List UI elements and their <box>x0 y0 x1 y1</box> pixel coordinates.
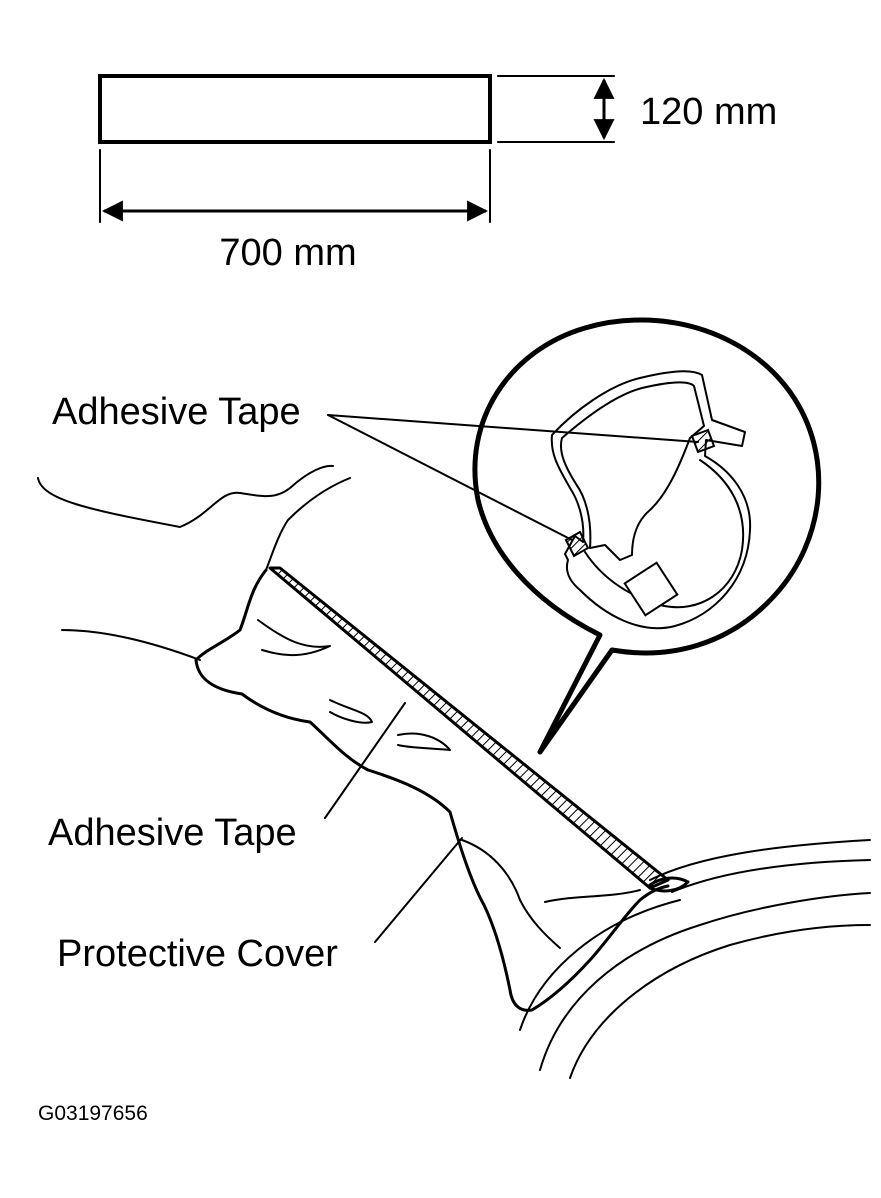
cover-fold-3 <box>397 732 451 751</box>
fender-arc-inner <box>671 859 871 893</box>
cover-fold-1 <box>257 619 331 657</box>
adhesive-tape-label-top: Adhesive Tape <box>52 391 301 433</box>
tape-end-clip <box>648 876 690 893</box>
wheel-arc-3 <box>569 924 871 1079</box>
adhesive-tape-label-bottom: Adhesive Tape <box>48 812 297 854</box>
body-panel-upper-line <box>37 464 334 528</box>
wheel-arc-2 <box>539 892 871 1071</box>
width-dimension-label: 700 mm <box>219 232 356 274</box>
section-tape-left <box>564 530 590 558</box>
figure-code: G03197656 <box>38 1102 148 1125</box>
fender-arc-outer <box>649 839 871 881</box>
body-arc-left <box>61 629 201 661</box>
wheel-arc-1 <box>519 899 681 1031</box>
section-inner-profile <box>560 381 705 561</box>
cover-fold-4 <box>461 839 561 949</box>
detail-callout <box>472 317 822 755</box>
callout-bubble <box>472 317 822 755</box>
leader-line-protective-cover <box>374 837 463 943</box>
cover-fold-5 <box>544 889 641 903</box>
section-tape-right <box>690 428 716 454</box>
section-panel-line <box>584 459 745 609</box>
leader-line-tape-bottom <box>324 702 406 819</box>
pillar-edge-line <box>265 477 351 571</box>
protective-cover-label: Protective Cover <box>57 933 338 975</box>
height-dimension-label: 120 mm <box>640 91 777 133</box>
tape-strip-rectangle <box>98 74 492 144</box>
section-outer-profile <box>550 370 752 630</box>
protective-cover-outline <box>194 568 670 1012</box>
leader-line-top-1 <box>327 414 699 443</box>
protective-cover-drawing <box>194 568 670 1012</box>
adhesive-tape-strip <box>268 566 690 893</box>
cover-fold-2 <box>329 699 373 724</box>
tape-dimension-drawing: 120 mm 700 mm <box>98 74 777 274</box>
leader-line-top-2 <box>327 414 573 541</box>
section-bracket-block <box>623 561 679 617</box>
leader-lines <box>324 414 699 943</box>
vehicle-body-illustration <box>37 464 871 1079</box>
adhesive-tape-hatched-band <box>268 566 670 890</box>
